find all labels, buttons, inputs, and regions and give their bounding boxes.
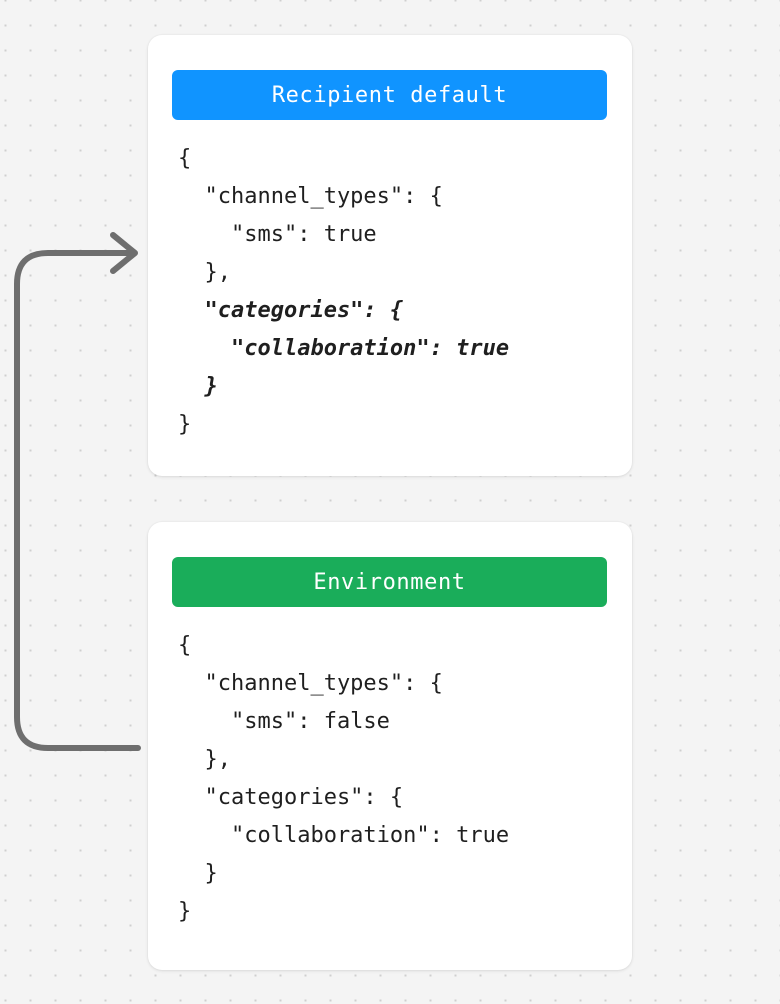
card-environment[interactable]: Environment { "channel_types": { "sms": … (148, 522, 632, 970)
json-body-environment: { "channel_types": { "sms": false }, "ca… (178, 627, 618, 931)
json-body-recipient-default: { "channel_types": { "sms": true }, "cat… (178, 140, 618, 444)
json-line: "categories": { (178, 785, 404, 810)
json-line: "categories": { (178, 298, 404, 323)
json-line: "sms": false (178, 709, 390, 734)
json-line: }, (178, 260, 231, 285)
json-line: { (178, 633, 192, 658)
card-header-environment: Environment (172, 557, 607, 607)
json-line: }, (178, 747, 231, 772)
card-header-recipient-default: Recipient default (172, 70, 607, 120)
arrowhead-icon (110, 232, 138, 274)
json-line: } (178, 861, 218, 886)
inheritance-arrow-path (14, 250, 141, 751)
json-line: { (178, 146, 192, 171)
json-line: "channel_types": { (178, 184, 443, 209)
json-line: "collaboration": true (178, 823, 510, 848)
card-recipient-default[interactable]: Recipient default { "channel_types": { "… (148, 35, 632, 476)
json-line: } (178, 899, 192, 924)
json-line: "collaboration": true (178, 336, 510, 361)
json-line: "sms": true (178, 222, 377, 247)
json-line: } (178, 412, 192, 437)
json-line: } (178, 374, 218, 399)
json-line: "channel_types": { (178, 671, 443, 696)
